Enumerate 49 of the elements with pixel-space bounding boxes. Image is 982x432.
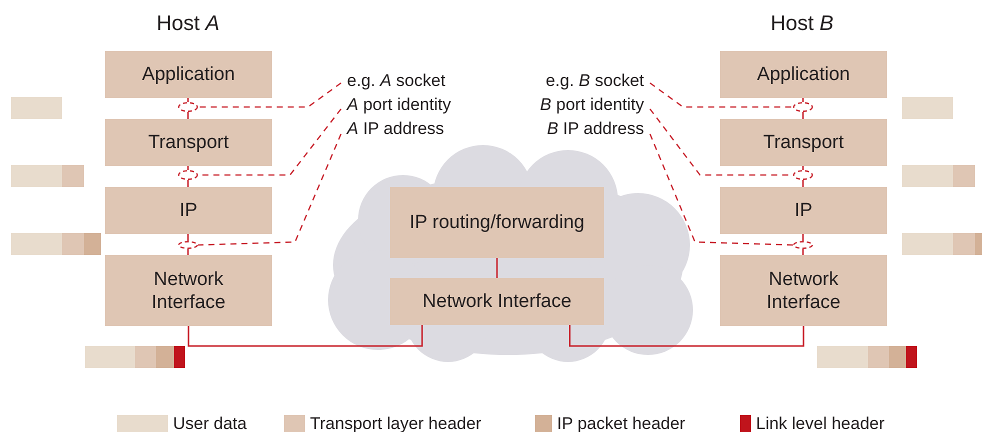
- layer-box: [720, 51, 887, 98]
- connector-line: [187, 98, 189, 102]
- layer-label: Network Interface: [766, 268, 842, 314]
- layer-label: IP routing/forwarding: [410, 211, 584, 234]
- layer-box: [105, 51, 272, 98]
- layer-box: [720, 255, 887, 326]
- layer-label: Network Interface: [150, 268, 226, 314]
- connector-line: [198, 134, 342, 246]
- layer-label: IP: [180, 199, 198, 222]
- connector-line: [198, 82, 342, 108]
- connector-line: [187, 180, 189, 187]
- layer-label: Application: [757, 63, 850, 86]
- layer-box: [720, 119, 887, 166]
- connector-line: [802, 112, 804, 119]
- connector-line: [650, 82, 793, 108]
- layer-label: IP: [794, 199, 812, 222]
- connector-line: [802, 166, 804, 170]
- legend-label: User data: [173, 414, 247, 432]
- layer-label: Application: [142, 63, 235, 86]
- layer-box: [720, 187, 887, 234]
- callout-text: B IP address: [500, 117, 644, 141]
- connector-line: [569, 325, 804, 347]
- connector-line: [187, 234, 189, 241]
- layer-box: [105, 119, 272, 166]
- layer-box: [390, 278, 604, 325]
- layer-box: [105, 255, 272, 326]
- layer-label: Transport: [763, 131, 844, 154]
- connector-line: [802, 98, 804, 102]
- legend-label: Link level header: [756, 414, 885, 432]
- layer-label: Network Interface: [422, 290, 572, 313]
- callout-text: e.g. B socket: [500, 69, 644, 93]
- connector-line: [187, 166, 189, 170]
- layer-label: Transport: [148, 131, 229, 154]
- connector-line: [802, 234, 804, 241]
- callout-text: B port identity: [500, 93, 644, 117]
- layer-box: [390, 187, 604, 258]
- connector-line: [802, 180, 804, 187]
- callout-text: A IP address: [347, 117, 487, 141]
- connector-line: [649, 134, 794, 246]
- callout-text: A port identity: [347, 93, 487, 117]
- host-title: Host A: [156, 12, 220, 36]
- connector-line: [188, 325, 423, 347]
- host-title: Host B: [770, 12, 834, 36]
- connector-line: [496, 258, 498, 278]
- callout-text: e.g. A socket: [347, 69, 487, 93]
- connector-line: [802, 249, 804, 255]
- layer-box: [105, 187, 272, 234]
- connector-line: [187, 249, 189, 255]
- connector-line: [187, 112, 189, 119]
